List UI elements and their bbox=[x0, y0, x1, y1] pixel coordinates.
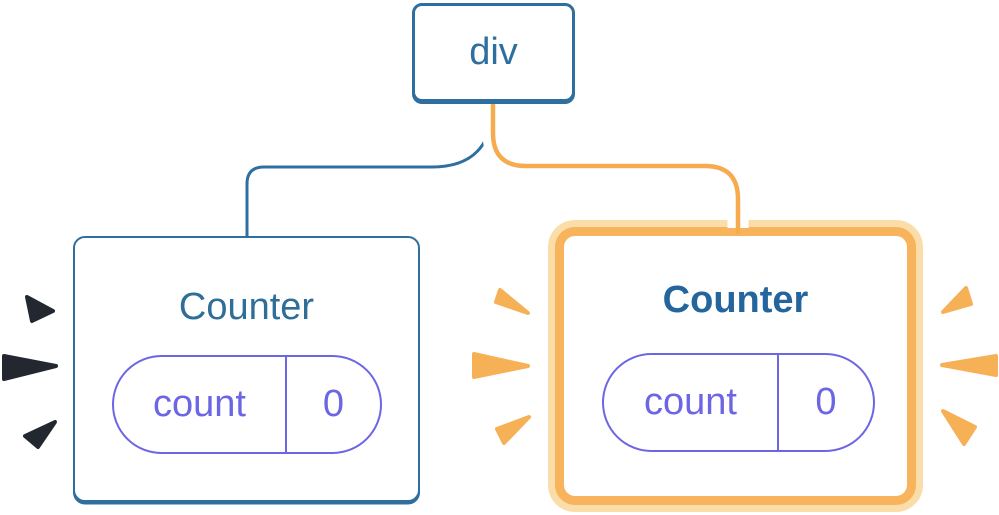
spark-tick-icon bbox=[25, 295, 55, 323]
state-pill: count 0 bbox=[602, 353, 875, 452]
state-name: count bbox=[114, 357, 287, 452]
dom-node-label: div bbox=[469, 31, 518, 73]
spark-tick-icon bbox=[2, 354, 58, 381]
counter-title: Counter bbox=[178, 286, 315, 328]
state-value: 0 bbox=[815, 381, 837, 423]
state-name: count bbox=[604, 355, 779, 450]
spark-tick-icon bbox=[495, 415, 531, 445]
counter-card-right-highlighted: Counter count 0 bbox=[555, 227, 916, 505]
spark-tick-icon bbox=[940, 354, 998, 377]
dom-node-div: div bbox=[412, 3, 575, 102]
spark-tick-icon bbox=[23, 420, 57, 449]
spark-tick-icon bbox=[941, 286, 973, 314]
edge-div-to-right-counter bbox=[490, 98, 741, 234]
spark-tick-icon bbox=[494, 288, 530, 315]
state-value: 0 bbox=[322, 383, 345, 425]
state-pill: count 0 bbox=[112, 355, 382, 454]
spark-burst-orange-left bbox=[472, 288, 531, 445]
counter-title: Counter bbox=[662, 279, 809, 321]
spark-burst-orange-right bbox=[940, 286, 998, 446]
spark-tick-icon bbox=[472, 352, 530, 379]
edge-div-to-right-counter-casing bbox=[482, 98, 749, 228]
spark-burst-dark bbox=[2, 295, 58, 449]
spark-tick-icon bbox=[941, 409, 977, 446]
counter-card-left: Counter count 0 bbox=[73, 236, 420, 502]
